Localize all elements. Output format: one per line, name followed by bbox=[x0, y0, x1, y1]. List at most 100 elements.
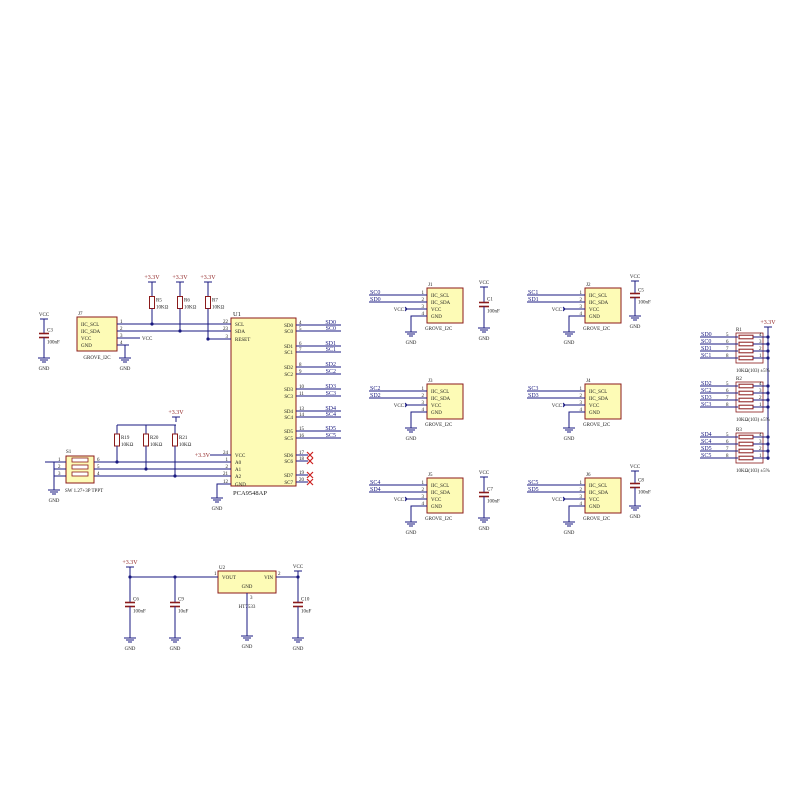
pullup-power: +3.3V bbox=[144, 275, 160, 287]
no-connect-mark bbox=[306, 457, 314, 465]
cap-value: 100nF bbox=[47, 341, 60, 346]
pin-name: A1 bbox=[235, 468, 242, 473]
pin-number: 10 bbox=[299, 385, 305, 390]
net-label: SD4 bbox=[325, 406, 336, 412]
vcc-port: VCC bbox=[394, 402, 415, 409]
connector-pin-name: GND bbox=[431, 411, 442, 416]
net-label: SD3 bbox=[325, 384, 336, 390]
connector-pin-name: IIC_SCL bbox=[431, 294, 449, 299]
connector-pin-name: IIC_SDA bbox=[431, 491, 451, 496]
ground-label: GND bbox=[479, 527, 490, 532]
pin-number: 7 bbox=[299, 348, 302, 353]
pin-number: 2 bbox=[422, 298, 425, 303]
vcc-port-arrow bbox=[404, 306, 408, 312]
pin-number: 1 bbox=[580, 481, 583, 486]
ground-symbol: GND bbox=[563, 422, 575, 442]
u1-left-pin: 2A1 bbox=[219, 465, 242, 473]
ground-symbol: GND bbox=[169, 632, 181, 652]
j7-pin-name: VCC bbox=[81, 337, 92, 342]
connector-pin-name: VCC bbox=[589, 308, 600, 313]
pin-number: 2 bbox=[580, 298, 583, 303]
ground-label: GND bbox=[406, 531, 417, 536]
array-ref: R2 bbox=[736, 377, 742, 382]
pin-number: 3 bbox=[226, 335, 229, 340]
cap-ref: C1 bbox=[487, 298, 493, 303]
gnd-wire bbox=[568, 315, 573, 326]
array-outline bbox=[735, 432, 764, 464]
vin-vcc-label: VCC bbox=[293, 565, 304, 570]
pin-number: 1 bbox=[58, 458, 61, 463]
ground-symbol: GND bbox=[629, 310, 641, 330]
junction-dot bbox=[766, 349, 770, 353]
array-power: +3.3V bbox=[760, 320, 776, 332]
u2-gnd-name: GND bbox=[242, 585, 253, 590]
pin-number: 22 bbox=[223, 320, 229, 325]
no-connect-mark bbox=[306, 451, 314, 459]
pin-name: A0 bbox=[235, 461, 242, 466]
s1-switch-lever bbox=[71, 471, 89, 477]
net-label: SC3 bbox=[326, 391, 336, 397]
connector-ref: J1 bbox=[428, 283, 433, 288]
pin-number: 8 bbox=[726, 403, 729, 408]
array-net-label: SC2 bbox=[701, 388, 711, 394]
scl-net-label: SC5 bbox=[528, 480, 538, 486]
pin-number: 6 bbox=[299, 342, 302, 347]
connector-pin-name: IIC_SCL bbox=[431, 484, 449, 489]
pin-number: 1 bbox=[759, 354, 762, 359]
ground-symbol: GND bbox=[629, 500, 641, 520]
array-element bbox=[738, 348, 754, 354]
connector-ref: J4 bbox=[586, 379, 591, 384]
grove-connector-j3: J3GROVE_I2CIIC_SCL1IIC_SDA2VCC3GND4SC2SD… bbox=[369, 379, 464, 442]
grove-connector-j2: J2GROVE_I2CIIC_SCL1IIC_SDA2VCC3GND4SC1SD… bbox=[527, 275, 651, 346]
scl-net-label: SC0 bbox=[370, 290, 380, 296]
connector-ref: J6 bbox=[586, 473, 591, 478]
net-label: SC1 bbox=[326, 347, 336, 353]
gnd-wire bbox=[410, 315, 415, 326]
ground-symbol: GND bbox=[478, 512, 490, 532]
pin-number: 1 bbox=[226, 458, 229, 463]
vcc-port-label: VCC bbox=[394, 308, 405, 313]
array-net-label: SC0 bbox=[701, 339, 711, 345]
cap-value: 100nF bbox=[638, 491, 651, 496]
pin-number: 5 bbox=[726, 433, 729, 438]
pin-name: SC5 bbox=[284, 437, 293, 442]
pin-number: 3 bbox=[120, 334, 123, 339]
pin-name: A2 bbox=[235, 475, 242, 480]
scl-net-label: SC2 bbox=[370, 386, 380, 392]
junction-dot bbox=[206, 337, 210, 341]
ground-label: GND bbox=[479, 337, 490, 342]
vcc-port-label: VCC bbox=[552, 404, 563, 409]
pin-number: 17 bbox=[299, 451, 305, 456]
junction-dot bbox=[766, 342, 770, 346]
pin-number: 2 bbox=[759, 396, 762, 401]
res-ref: R6 bbox=[184, 299, 190, 304]
u1-ref: U1 bbox=[233, 311, 241, 318]
connector-title: GROVE_I2C bbox=[583, 327, 611, 332]
array-element bbox=[738, 397, 754, 403]
u2-vin-name: VIN bbox=[264, 576, 273, 581]
pin-number: 3 bbox=[759, 389, 762, 394]
ground-label: GND bbox=[242, 645, 253, 650]
array-net-label: SC3 bbox=[701, 402, 711, 408]
junction-dot bbox=[766, 456, 770, 460]
array-outline bbox=[735, 381, 764, 413]
array-outline bbox=[735, 332, 764, 364]
array-net-label: SD5 bbox=[701, 446, 712, 452]
pin-number: 6 bbox=[726, 389, 729, 394]
connector-body bbox=[584, 383, 622, 420]
pullup-power: +3.3V bbox=[200, 275, 216, 287]
ground-label: GND bbox=[170, 647, 181, 652]
pin-number: 2 bbox=[422, 394, 425, 399]
